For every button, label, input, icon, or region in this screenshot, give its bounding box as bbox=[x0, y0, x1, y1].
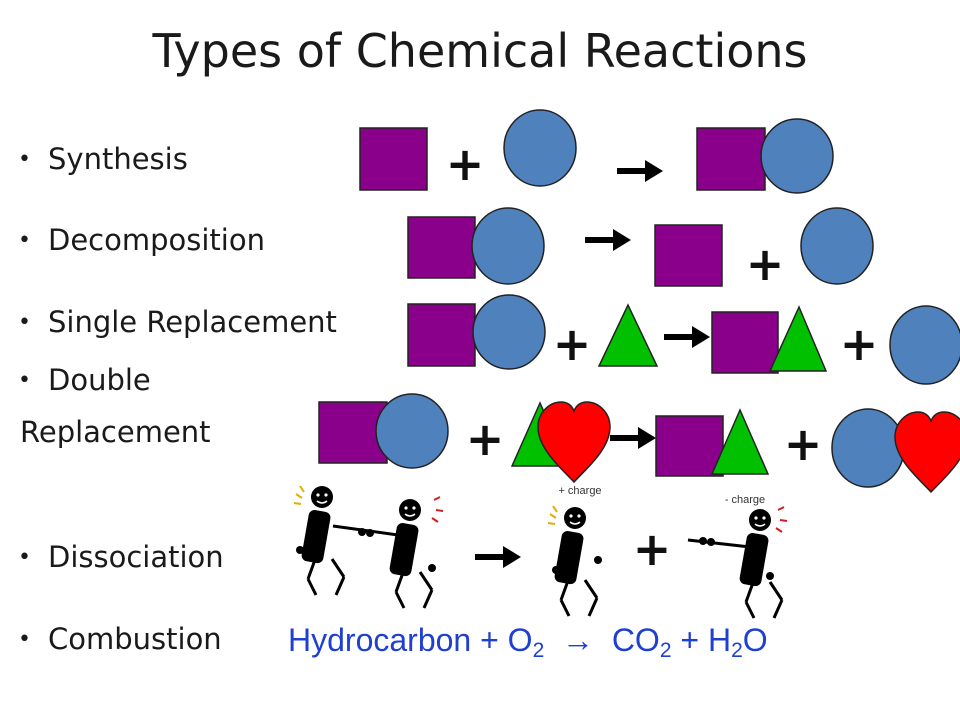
hand bbox=[699, 537, 707, 545]
equation-subscript: 2 bbox=[659, 639, 672, 662]
combustion-equation: Hydrocarbon + O2 → CO2 + H2O bbox=[288, 622, 768, 663]
bullet-single-replacement: • Single Replacement bbox=[18, 305, 337, 339]
product-triangle bbox=[710, 408, 770, 475]
bullet-decomposition-label: Decomposition bbox=[48, 223, 265, 257]
bullet-double-replacement-continued: Replacement bbox=[20, 415, 211, 449]
product-triangle bbox=[768, 305, 828, 372]
bullet-dissociation-label: Dissociation bbox=[48, 540, 224, 574]
negative-ion-figure bbox=[687, 506, 788, 620]
bullet-dot: • bbox=[18, 310, 31, 335]
bullet-dissociation: • Dissociation bbox=[18, 540, 224, 574]
motion-lines bbox=[431, 496, 444, 523]
reactant-circle bbox=[503, 109, 577, 187]
positive-ion-figure bbox=[547, 505, 602, 618]
reactant-heart bbox=[537, 401, 611, 483]
motion-lines bbox=[293, 485, 305, 505]
equation-plus-h: + H bbox=[680, 622, 732, 658]
bullet-synthesis-label: Synthesis bbox=[48, 142, 188, 176]
reactant-square bbox=[407, 303, 476, 367]
reaction-arrow bbox=[585, 229, 631, 251]
bullet-synthesis: • Synthesis bbox=[18, 142, 188, 176]
product-square bbox=[696, 127, 766, 191]
arm-line bbox=[687, 538, 751, 549]
hand bbox=[358, 528, 366, 536]
plus-sign: + bbox=[784, 417, 823, 471]
page-title: Types of Chemical Reactions bbox=[152, 24, 808, 78]
reactant-circle bbox=[375, 393, 449, 469]
reactant-square bbox=[407, 216, 476, 279]
hand bbox=[296, 546, 304, 554]
reactant-square bbox=[359, 127, 428, 191]
bullet-single-replacement-label: Single Replacement bbox=[48, 305, 337, 339]
hand bbox=[766, 572, 774, 580]
negative-charge-label: - charge bbox=[725, 494, 765, 506]
equation-arrow: → bbox=[562, 622, 595, 658]
bullet-dot: • bbox=[18, 368, 31, 393]
plus-sign: + bbox=[446, 137, 485, 191]
stick-figure bbox=[737, 507, 784, 620]
reaction-arrow bbox=[610, 427, 656, 449]
product-square bbox=[655, 415, 724, 477]
stick-figure bbox=[552, 505, 599, 618]
reaction-arrow bbox=[475, 546, 521, 568]
bullet-dot: • bbox=[18, 228, 31, 253]
equation-reactant: Hydrocarbon + O bbox=[288, 622, 533, 658]
equation-product-o: O bbox=[742, 622, 768, 658]
product-circle bbox=[831, 408, 905, 488]
hand bbox=[428, 564, 436, 572]
bullet-double-replacement-label: Double bbox=[48, 363, 151, 397]
reactant-circle bbox=[471, 207, 545, 285]
product-circle bbox=[800, 207, 874, 285]
hand bbox=[707, 538, 715, 546]
stick-figure bbox=[299, 484, 346, 597]
product-heart bbox=[894, 411, 960, 493]
equation-product-co: CO bbox=[611, 622, 660, 658]
reaction-arrow bbox=[664, 326, 710, 348]
plus-sign: + bbox=[840, 317, 879, 371]
motion-lines bbox=[547, 505, 558, 525]
bullet-decomposition: • Decomposition bbox=[18, 223, 265, 257]
plus-sign: + bbox=[466, 412, 505, 466]
reactant-triangle bbox=[597, 303, 659, 367]
equation-subscript: 2 bbox=[731, 639, 743, 662]
plus-sign: + bbox=[746, 237, 785, 291]
reaction-arrow bbox=[617, 160, 663, 182]
plus-sign: + bbox=[553, 317, 592, 371]
bullet-dot: • bbox=[18, 147, 31, 172]
product-circle bbox=[889, 305, 960, 385]
equation-subscript: 2 bbox=[532, 639, 545, 662]
hand bbox=[594, 556, 602, 564]
bullet-dot: • bbox=[18, 627, 31, 652]
bullet-double-replacement: • Double bbox=[18, 363, 151, 397]
positive-charge-label: + charge bbox=[558, 485, 601, 497]
bullet-dot: • bbox=[18, 545, 31, 570]
stick-figure-pair bbox=[293, 484, 444, 610]
reactant-circle bbox=[472, 294, 546, 370]
product-square bbox=[654, 224, 723, 287]
bullet-combustion-label: Combustion bbox=[48, 622, 222, 656]
hand bbox=[552, 566, 560, 574]
product-square bbox=[711, 311, 779, 374]
stick-figure bbox=[387, 497, 434, 610]
hand bbox=[366, 529, 374, 537]
plus-sign: + bbox=[633, 522, 672, 576]
motion-lines bbox=[775, 506, 788, 533]
bullet-combustion: • Combustion bbox=[18, 622, 222, 656]
product-circle bbox=[760, 118, 834, 194]
